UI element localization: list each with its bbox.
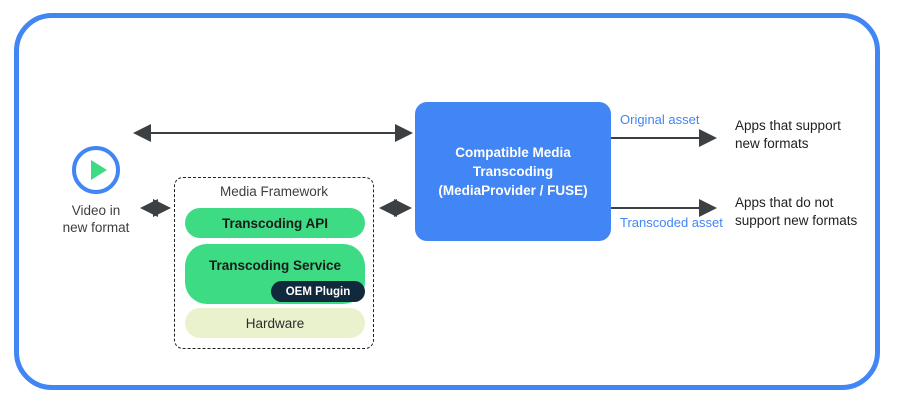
edge-label-original-asset: Original asset: [620, 112, 700, 127]
oem-plugin-badge: OEM Plugin: [271, 281, 365, 302]
video-source-label: Video in new format: [62, 203, 130, 235]
media-framework-group: Media Framework Transcoding API Transcod…: [174, 177, 374, 349]
compatible-media-transcoding-box: Compatible Media Transcoding (MediaProvi…: [415, 102, 611, 241]
arrow-cmt-to-apps-no-support: [611, 199, 717, 217]
arrow-video-to-framework: [140, 199, 171, 217]
play-triangle-icon: [90, 160, 107, 180]
arrow-video-to-cmt: [133, 124, 413, 142]
play-circle-icon: [72, 146, 120, 194]
apps-support-label: Apps that support new formats: [735, 118, 841, 151]
apps-no-support-label: Apps that do not support new formats: [735, 195, 858, 228]
media-framework-title: Media Framework: [219, 184, 329, 199]
hardware-box: Hardware: [185, 308, 365, 338]
arrow-cmt-to-apps-support: [611, 129, 717, 147]
edge-label-transcoded-asset: Transcoded asset: [620, 215, 723, 230]
transcoding-api-box: Transcoding API: [185, 208, 365, 238]
video-source-node: Video in new format: [52, 146, 140, 236]
outer-frame-border: [14, 13, 880, 390]
arrow-framework-to-cmt: [379, 199, 412, 217]
